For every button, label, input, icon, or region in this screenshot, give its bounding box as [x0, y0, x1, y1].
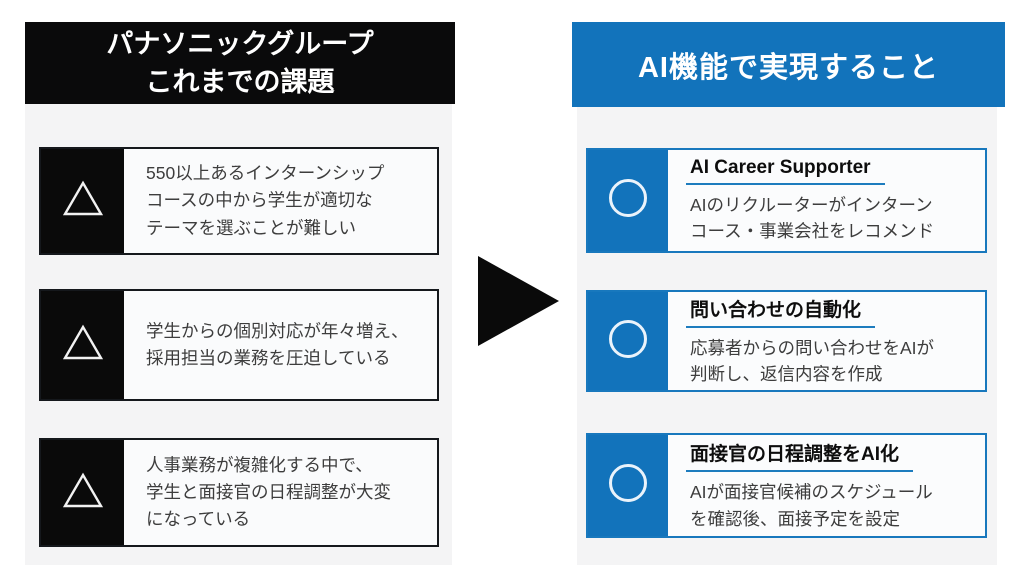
challenge-item: 550以上あるインターンシップ コースの中から学生が適切な テーマを選ぶことが難… — [39, 147, 439, 255]
ai-feature-item: AI Career Supporter AIのリクルーターがインターン コース・… — [586, 148, 987, 253]
challenge-text: 550以上あるインターンシップ コースの中から学生が適切な テーマを選ぶことが難… — [146, 163, 385, 238]
challenge-text: 人事業務が複雑化する中で、 学生と面接官の日程調整が大変 になっている — [146, 454, 391, 530]
ai-marker-box — [588, 435, 668, 536]
ai-marker-box — [588, 150, 668, 251]
ai-feature-text: AIが面接官候補のスケジュール を確認後、面接予定を設定 — [690, 482, 933, 529]
challenge-item: 人事業務が複雑化する中で、 学生と面接官の日程調整が大変 になっている — [39, 438, 439, 547]
triangle-outline-icon — [62, 324, 104, 366]
right-arrow-icon — [478, 256, 559, 346]
ai-feature-title: AI Career Supporter — [686, 157, 885, 185]
ai-feature-item: 問い合わせの自動化 応募者からの問い合わせをAIが 判断し、返信内容を作成 — [586, 290, 987, 392]
challenge-text: 学生からの個別対応が年々増え、 採用担当の業務を圧迫している — [146, 320, 409, 368]
ai-feature-title: 問い合わせの自動化 — [686, 295, 876, 328]
ai-feature-text: AIのリクルーターがインターン コース・事業会社をレコメンド — [690, 194, 935, 241]
circle-outline-icon — [607, 318, 649, 365]
circle-outline-icon — [607, 462, 649, 509]
challenge-item: 学生からの個別対応が年々増え、 採用担当の業務を圧迫している — [39, 289, 439, 401]
triangle-outline-icon — [62, 180, 104, 222]
ai-marker-box — [588, 292, 668, 390]
ai-feature-title: 面接官の日程調整をAI化 — [686, 439, 914, 473]
ai-feature-item: 面接官の日程調整をAI化 AIが面接官候補のスケジュール を確認後、面接予定を設… — [586, 433, 987, 538]
triangle-outline-icon — [62, 472, 104, 514]
circle-outline-icon — [607, 177, 649, 224]
ai-feature-text: 応募者からの問い合わせをAIが 判断し、返信内容を作成 — [690, 337, 935, 384]
challenge-marker-box — [41, 291, 124, 399]
challenge-marker-box — [41, 440, 124, 545]
challenges-panel-title: パナソニックグループ これまでの課題 — [25, 22, 455, 104]
challenge-marker-box — [41, 149, 124, 253]
ai-panel-title: AI機能で実現すること — [572, 22, 1005, 107]
